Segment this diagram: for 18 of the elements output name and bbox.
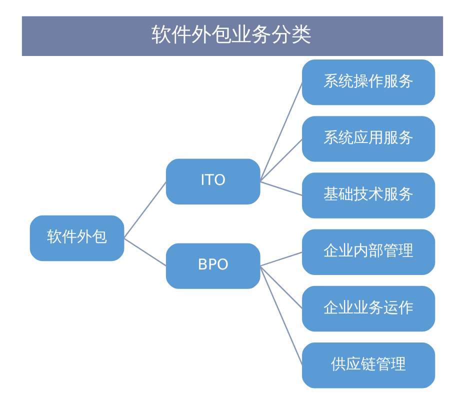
node-box: 企业内部管理	[302, 229, 435, 275]
connector	[258, 138, 302, 182]
node-box: BPO	[165, 243, 260, 289]
connector	[122, 181, 166, 239]
node-box: 基础技术服务	[302, 172, 435, 218]
connector	[122, 238, 166, 267]
connector	[258, 266, 303, 366]
node-box: ITO	[165, 158, 260, 204]
node-box: 供应链管理	[302, 342, 435, 388]
node-box: 系统操作服务	[302, 59, 435, 106]
connector	[258, 82, 303, 182]
diagram-title: 软件外包业务分类	[151, 23, 312, 46]
node-box: 系统应用服务	[302, 116, 435, 162]
connector	[259, 181, 302, 196]
node-box: 企业业务运作	[302, 286, 435, 332]
node-box: 软件外包	[29, 215, 124, 262]
connector	[258, 266, 302, 310]
connector	[259, 252, 302, 267]
